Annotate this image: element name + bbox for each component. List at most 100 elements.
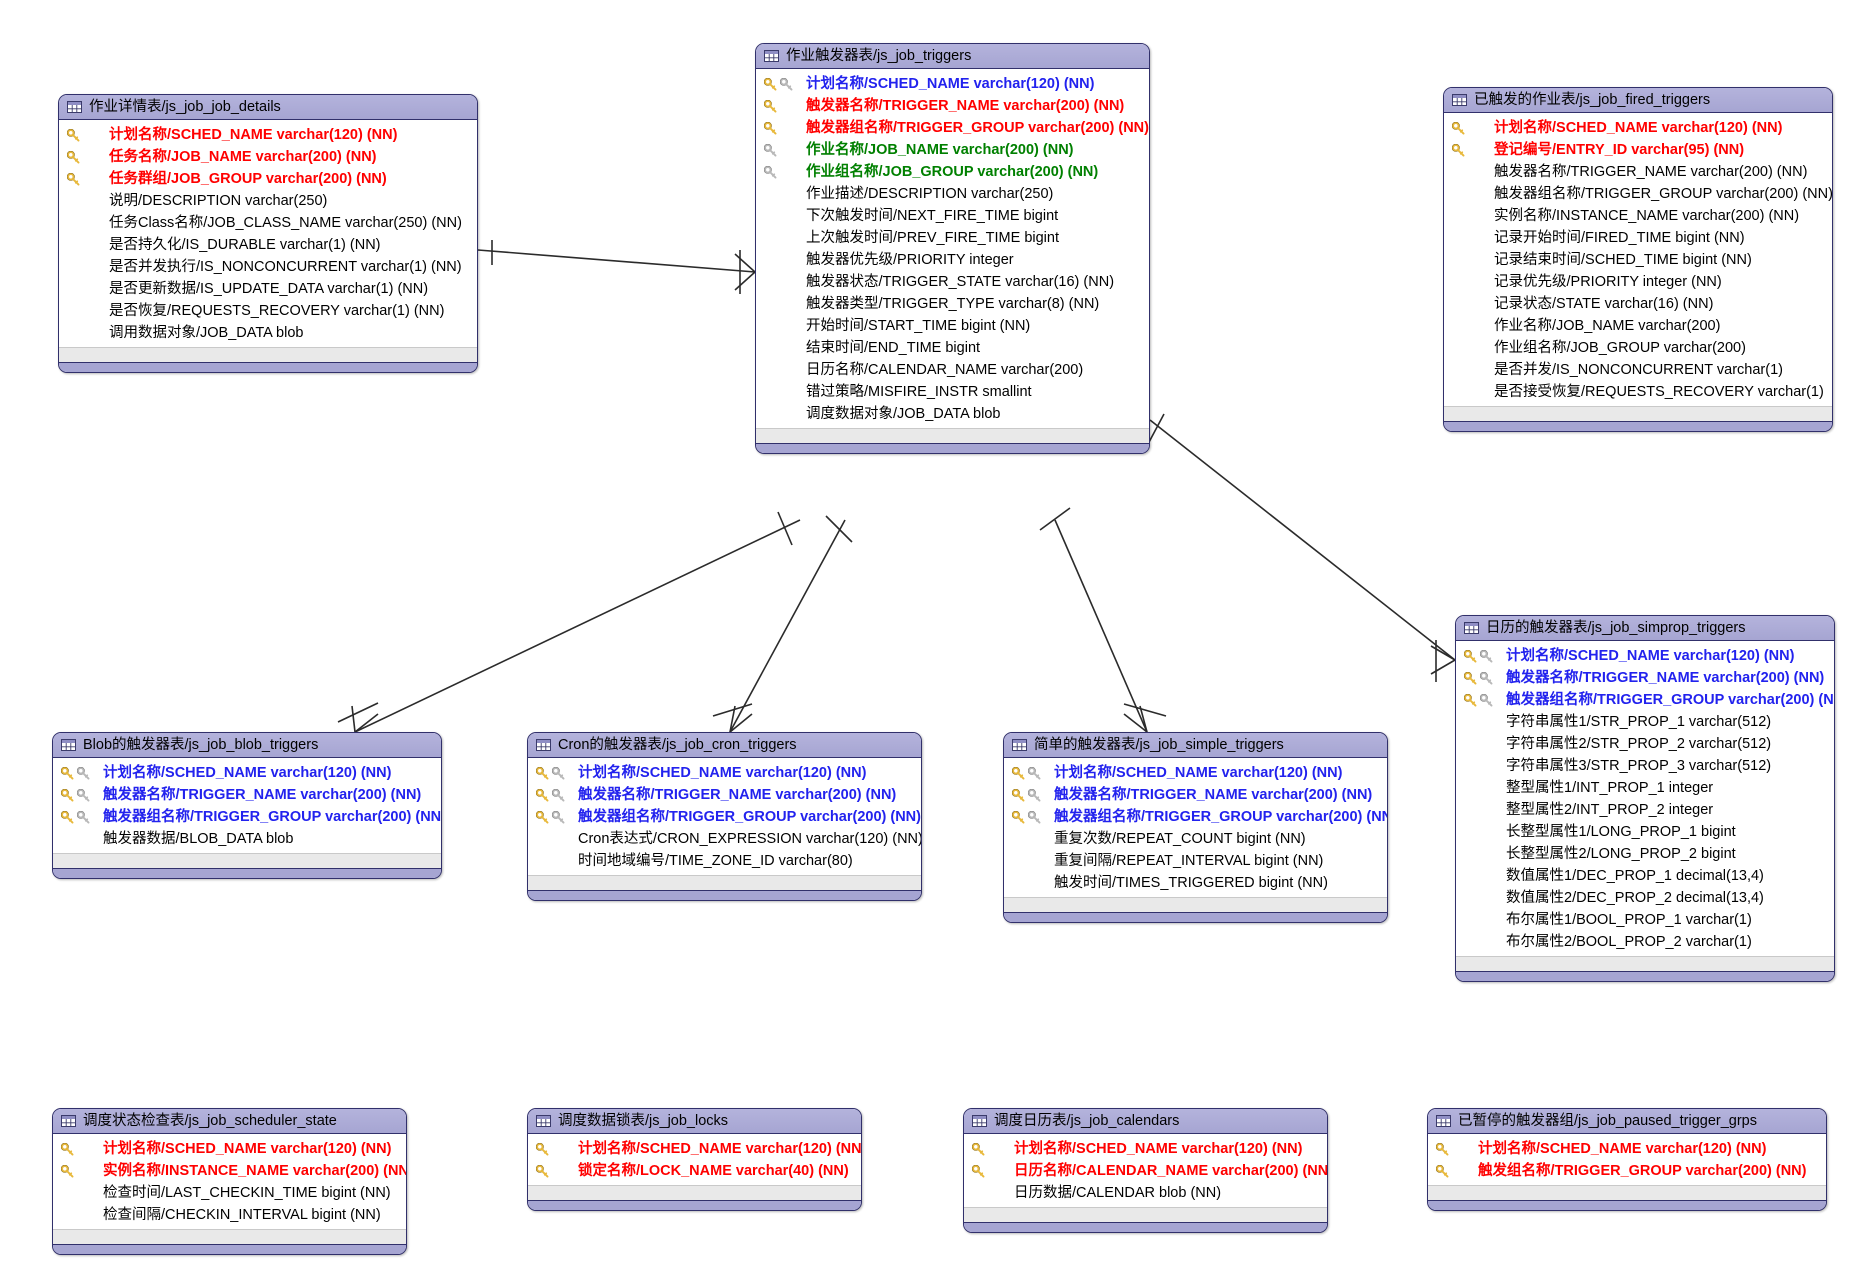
entity-fired_triggers[interactable]: 已触发的作业表/js_job_fired_triggers 计划名称/SCHED_… [1443,87,1833,432]
entity-header-blob_triggers[interactable]: Blob的触发器表/js_job_blob_triggers [53,733,441,758]
attribute-row[interactable]: 调度数据对象/JOB_DATA blob [756,403,1149,425]
attribute-row[interactable]: 计划名称/SCHED_NAME varchar(120) (NN) [1004,762,1387,784]
attribute-row[interactable]: 任务群组/JOB_GROUP varchar(200) (NN) [59,168,477,190]
attribute-row[interactable]: 记录状态/STATE varchar(16) (NN) [1444,293,1832,315]
entity-header-scheduler_state[interactable]: 调度状态检查表/js_job_scheduler_state [53,1109,406,1134]
attribute-row[interactable]: 登记编号/ENTRY_ID varchar(95) (NN) [1444,139,1832,161]
attribute-row[interactable]: 记录优先级/PRIORITY integer (NN) [1444,271,1832,293]
attribute-row[interactable]: 作业组名称/JOB_GROUP varchar(200) (NN) [756,161,1149,183]
attribute-row[interactable]: 实例名称/INSTANCE_NAME varchar(200) (NN) [1444,205,1832,227]
attribute-row[interactable]: 时间地域编号/TIME_ZONE_ID varchar(80) [528,850,921,872]
entity-blob_triggers[interactable]: Blob的触发器表/js_job_blob_triggers 计划名称/SCHED… [52,732,442,879]
attribute-row[interactable]: 记录结束时间/SCHED_TIME bigint (NN) [1444,249,1832,271]
attribute-row[interactable]: 日历名称/CALENDAR_NAME varchar(200) (NN) [964,1160,1327,1182]
attribute-row[interactable]: 作业描述/DESCRIPTION varchar(250) [756,183,1149,205]
attribute-row[interactable]: 日历数据/CALENDAR blob (NN) [964,1182,1327,1204]
attribute-row[interactable]: 触发器组名称/TRIGGER_GROUP varchar(200) (NN) [1444,183,1832,205]
attribute-row[interactable]: 触发器名称/TRIGGER_NAME varchar(200) (NN) [528,784,921,806]
attribute-row[interactable]: 计划名称/SCHED_NAME varchar(120) (NN) [59,124,477,146]
attribute-row[interactable]: 计划名称/SCHED_NAME varchar(120) (NN) [528,762,921,784]
attribute-row[interactable]: 长整型属性2/LONG_PROP_2 bigint [1456,843,1834,865]
attribute-row[interactable]: 触发组名称/TRIGGER_GROUP varchar(200) (NN) [1428,1160,1826,1182]
attribute-row[interactable]: Cron表达式/CRON_EXPRESSION varchar(120) (NN… [528,828,921,850]
attribute-row[interactable]: 布尔属性2/BOOL_PROP_2 varchar(1) [1456,931,1834,953]
entity-paused_trigger_grps[interactable]: 已暂停的触发器组/js_job_paused_trigger_grps 计划名称/… [1427,1108,1827,1211]
attribute-row[interactable]: 开始时间/START_TIME bigint (NN) [756,315,1149,337]
attribute-row[interactable]: 触发器组名称/TRIGGER_GROUP varchar(200) (NN) [1004,806,1387,828]
entity-locks[interactable]: 调度数据锁表/js_job_locks 计划名称/SCHED_NAME varch… [527,1108,862,1211]
attribute-row[interactable]: 整型属性1/INT_PROP_1 integer [1456,777,1834,799]
attribute-row[interactable]: 长整型属性1/LONG_PROP_1 bigint [1456,821,1834,843]
entity-job_details[interactable]: 作业详情表/js_job_job_details 计划名称/SCHED_NAME … [58,94,478,373]
attribute-row[interactable]: 触发器组名称/TRIGGER_GROUP varchar(200) (NN) [53,806,441,828]
attribute-row[interactable]: 字符串属性3/STR_PROP_3 varchar(512) [1456,755,1834,777]
attribute-row[interactable]: 是否并发/IS_NONCONCURRENT varchar(1) [1444,359,1832,381]
attribute-row[interactable]: 作业名称/JOB_NAME varchar(200) (NN) [756,139,1149,161]
attribute-row[interactable]: 触发器数据/BLOB_DATA blob [53,828,441,850]
attribute-row[interactable]: 触发器优先级/PRIORITY integer [756,249,1149,271]
attribute-row[interactable]: 触发器名称/TRIGGER_NAME varchar(200) (NN) [53,784,441,806]
attribute-row[interactable]: 作业组名称/JOB_GROUP varchar(200) [1444,337,1832,359]
attribute-row[interactable]: 说明/DESCRIPTION varchar(250) [59,190,477,212]
attribute-row[interactable]: 上次触发时间/PREV_FIRE_TIME bigint [756,227,1149,249]
entity-header-cron_triggers[interactable]: Cron的触发器表/js_job_cron_triggers [528,733,921,758]
attribute-row[interactable]: 结束时间/END_TIME bigint [756,337,1149,359]
attribute-row[interactable]: 错过策略/MISFIRE_INSTR smallint [756,381,1149,403]
attribute-row[interactable]: 是否接受恢复/REQUESTS_RECOVERY varchar(1) [1444,381,1832,403]
attribute-row[interactable]: 数值属性1/DEC_PROP_1 decimal(13,4) [1456,865,1834,887]
entity-header-calendars[interactable]: 调度日历表/js_job_calendars [964,1109,1327,1134]
attribute-row[interactable]: 触发时间/TIMES_TRIGGERED bigint (NN) [1004,872,1387,894]
attribute-row[interactable]: 触发器状态/TRIGGER_STATE varchar(16) (NN) [756,271,1149,293]
attribute-row[interactable]: 计划名称/SCHED_NAME varchar(120) (NN) [53,762,441,784]
attribute-row[interactable]: 实例名称/INSTANCE_NAME varchar(200) (NN) [53,1160,406,1182]
attribute-row[interactable]: 计划名称/SCHED_NAME varchar(120) (NN) [1456,645,1834,667]
entity-simple_triggers[interactable]: 简单的触发器表/js_job_simple_triggers 计划名称/SCHED… [1003,732,1388,923]
entity-simprop_triggers[interactable]: 日历的触发器表/js_job_simprop_triggers 计划名称/SCHE… [1455,615,1835,982]
attribute-row[interactable]: 作业名称/JOB_NAME varchar(200) [1444,315,1832,337]
entity-scheduler_state[interactable]: 调度状态检查表/js_job_scheduler_state 计划名称/SCHED… [52,1108,407,1255]
attribute-row[interactable]: 触发器组名称/TRIGGER_GROUP varchar(200) (NN) [1456,689,1834,711]
attribute-row[interactable]: 触发器名称/TRIGGER_NAME varchar(200) (NN) [1004,784,1387,806]
entity-calendars[interactable]: 调度日历表/js_job_calendars 计划名称/SCHED_NAME va… [963,1108,1328,1233]
attribute-row[interactable]: 触发器组名称/TRIGGER_GROUP varchar(200) (NN) [528,806,921,828]
attribute-row[interactable]: 记录开始时间/FIRED_TIME bigint (NN) [1444,227,1832,249]
attribute-row[interactable]: 计划名称/SCHED_NAME varchar(120) (NN) [756,73,1149,95]
attribute-row[interactable]: 触发器名称/TRIGGER_NAME varchar(200) (NN) [1456,667,1834,689]
attribute-row[interactable]: 计划名称/SCHED_NAME varchar(120) (NN) [1444,117,1832,139]
attribute-row[interactable]: 触发器名称/TRIGGER_NAME varchar(200) (NN) [1444,161,1832,183]
attribute-row[interactable]: 日历名称/CALENDAR_NAME varchar(200) [756,359,1149,381]
entity-job_triggers[interactable]: 作业触发器表/js_job_triggers 计划名称/SCHED_NAME va… [755,43,1150,454]
entity-header-fired_triggers[interactable]: 已触发的作业表/js_job_fired_triggers [1444,88,1832,113]
attribute-row[interactable]: 数值属性2/DEC_PROP_2 decimal(13,4) [1456,887,1834,909]
attribute-row[interactable]: 整型属性2/INT_PROP_2 integer [1456,799,1834,821]
attribute-row[interactable]: 重复次数/REPEAT_COUNT bigint (NN) [1004,828,1387,850]
attribute-row[interactable]: 任务Class名称/JOB_CLASS_NAME varchar(250) (N… [59,212,477,234]
attribute-row[interactable]: 触发器组名称/TRIGGER_GROUP varchar(200) (NN) [756,117,1149,139]
attribute-row[interactable]: 任务名称/JOB_NAME varchar(200) (NN) [59,146,477,168]
entity-header-simprop_triggers[interactable]: 日历的触发器表/js_job_simprop_triggers [1456,616,1834,641]
entity-header-paused_trigger_grps[interactable]: 已暂停的触发器组/js_job_paused_trigger_grps [1428,1109,1826,1134]
attribute-row[interactable]: 触发器名称/TRIGGER_NAME varchar(200) (NN) [756,95,1149,117]
entity-header-locks[interactable]: 调度数据锁表/js_job_locks [528,1109,861,1134]
attribute-row[interactable]: 检查间隔/CHECKIN_INTERVAL bigint (NN) [53,1204,406,1226]
attribute-row[interactable]: 布尔属性1/BOOL_PROP_1 varchar(1) [1456,909,1834,931]
attribute-row[interactable]: 字符串属性2/STR_PROP_2 varchar(512) [1456,733,1834,755]
entity-header-job_details[interactable]: 作业详情表/js_job_job_details [59,95,477,120]
attribute-row[interactable]: 是否恢复/REQUESTS_RECOVERY varchar(1) (NN) [59,300,477,322]
attribute-row[interactable]: 计划名称/SCHED_NAME varchar(120) (NN) [1428,1138,1826,1160]
attribute-row[interactable]: 下次触发时间/NEXT_FIRE_TIME bigint [756,205,1149,227]
attribute-row[interactable]: 字符串属性1/STR_PROP_1 varchar(512) [1456,711,1834,733]
attribute-row[interactable]: 检查时间/LAST_CHECKIN_TIME bigint (NN) [53,1182,406,1204]
attribute-row[interactable]: 是否并发执行/IS_NONCONCURRENT varchar(1) (NN) [59,256,477,278]
attribute-row[interactable]: 是否更新数据/IS_UPDATE_DATA varchar(1) (NN) [59,278,477,300]
attribute-row[interactable]: 计划名称/SCHED_NAME varchar(120) (NN) [528,1138,861,1160]
entity-header-job_triggers[interactable]: 作业触发器表/js_job_triggers [756,44,1149,69]
attribute-row[interactable]: 计划名称/SCHED_NAME varchar(120) (NN) [53,1138,406,1160]
entity-cron_triggers[interactable]: Cron的触发器表/js_job_cron_triggers 计划名称/SCHED… [527,732,922,901]
attribute-row[interactable]: 锁定名称/LOCK_NAME varchar(40) (NN) [528,1160,861,1182]
entity-header-simple_triggers[interactable]: 简单的触发器表/js_job_simple_triggers [1004,733,1387,758]
attribute-row[interactable]: 触发器类型/TRIGGER_TYPE varchar(8) (NN) [756,293,1149,315]
attribute-row[interactable]: 是否持久化/IS_DURABLE varchar(1) (NN) [59,234,477,256]
attribute-row[interactable]: 重复间隔/REPEAT_INTERVAL bigint (NN) [1004,850,1387,872]
attribute-row[interactable]: 计划名称/SCHED_NAME varchar(120) (NN) [964,1138,1327,1160]
